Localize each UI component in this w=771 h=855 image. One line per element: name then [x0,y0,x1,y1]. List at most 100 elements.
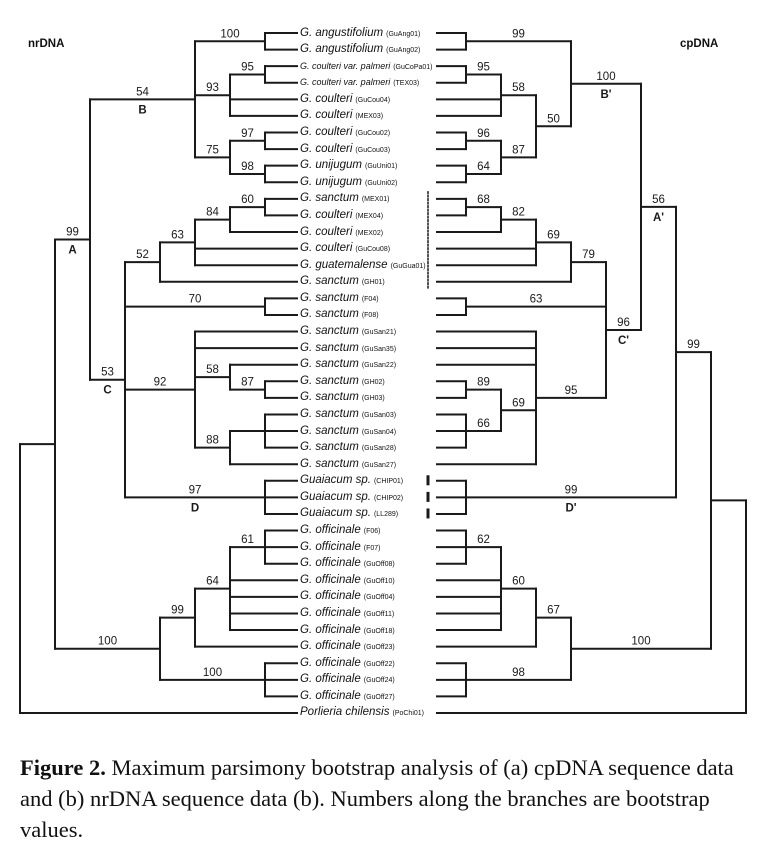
taxon-label: G. unijugum(GuUni02) [300,175,397,189]
taxon-label: G. sanctum(GuSan35) [300,341,396,355]
species-name: G. sanctum [300,341,359,354]
accession-code: (GuGua01) [390,262,426,270]
accession-code: (GH01) [361,279,385,287]
species-name: G. officinale [300,590,361,603]
bootstrap-value: 68 [477,194,490,206]
taxon-label: G. officinale(GuOff18) [300,623,395,637]
accession-code: (CHIP01) [373,478,404,486]
clade-label: C [103,385,111,397]
taxon-label: Guaiacum sp.(CHIP02) [300,490,403,504]
species-name: G. angustifolium [300,43,384,56]
accession-code: (GuCou08) [355,246,391,254]
clade-label: B' [600,89,611,101]
bootstrap-value: 87 [241,377,254,389]
species-name: G. coulteri [300,242,353,255]
species-name: G. sanctum [300,441,359,454]
species-name: G. sanctum [300,358,359,371]
bootstrap-value: 89 [477,377,490,389]
accession-code: (GuCou03) [355,146,391,154]
accession-code: (GuOff23) [363,644,395,652]
accession-code: (GuSan04) [361,428,397,436]
taxon-label: G. sanctum(MEX01) [300,191,389,205]
taxon-label: G. coulteri(MEX02) [300,225,383,239]
species-name: Porlieria chilensis [300,706,390,719]
taxon-label: G. sanctum(GH03) [300,390,385,404]
bootstrap-value: 95 [477,61,490,73]
taxon-label: Guaiacum sp.(CHIP01) [300,473,403,487]
nrdna-tree-title: nrDNA [28,38,65,50]
bootstrap-value: 100 [98,636,117,648]
species-name: Guaiacum sp. [300,507,371,520]
taxon-label: G. officinale(F06) [300,523,380,537]
accession-code: (GuSan21) [361,329,397,337]
bootstrap-value: 99 [565,484,578,496]
accession-code: (GuSan28) [361,445,397,453]
species-name: G. coulteri [300,109,353,122]
accession-code: (GuUni02) [365,179,398,187]
bootstrap-value: 52 [136,249,149,261]
species-name: G. sanctum [300,192,359,205]
accession-code: (GuSan27) [361,461,397,469]
taxon-label: G. coulteri(MEX03) [300,108,383,122]
accession-code: (GuOff04) [363,594,395,602]
accession-code: (F06) [363,528,381,536]
accession-code: (GuOff24) [363,677,395,685]
taxon-label: G. coulteri(GuCou08) [300,241,390,255]
species-name: Guaiacum sp. [300,474,371,487]
taxon-label: G. officinale(GuOff04) [300,589,395,603]
species-name: G. coulteri [300,126,353,138]
accession-code: (CHIP02) [373,494,404,502]
species-name: G. coulteri var. palmeri [300,77,391,88]
bootstrap-value: 88 [206,435,219,447]
accession-code: (F08) [361,312,379,320]
taxon-label: G. officinale(GuOff10) [300,573,395,587]
bootstrap-value: 60 [512,576,525,588]
bootstrap-value: 79 [582,249,595,261]
accession-code: (GuSan03) [361,411,397,419]
bootstrap-value: 100 [220,28,239,40]
bootstrap-value: 87 [512,144,525,156]
species-name: G. officinale [300,656,361,669]
species-name: G. sanctum [300,325,359,338]
taxon-label: G. officinale(GuOff11) [300,606,394,620]
accession-code: (GH03) [361,395,385,403]
clade-label: B [138,104,146,116]
accession-code: (GuCou04) [355,96,391,104]
tanglegram: 959798100937560846387588852709297D54B53C… [19,28,747,714]
species-name: G. guatemalense [300,258,388,271]
accession-code: (GH02) [361,378,385,386]
species-name: G. officinale [300,573,361,586]
bootstrap-value: 96 [477,128,490,140]
bootstrap-value: 69 [547,229,560,241]
species-name: G. officinale [300,540,361,553]
taxon-label: G. sanctum(GuSan21) [300,324,396,338]
taxon-label: G. officinale(GuOff23) [300,639,395,653]
bootstrap-value: 100 [596,71,615,83]
species-name: G. unijugum [300,159,363,172]
clade-label: D [191,502,199,514]
species-name: G. sanctum [300,407,359,420]
bootstrap-value: 60 [241,194,254,206]
taxon-label: Guaiacum sp.(LL289) [300,506,398,520]
bootstrap-value: 99 [687,339,700,351]
bootstrap-value: 64 [206,576,219,588]
bootstrap-value: 99 [512,28,525,40]
bootstrap-value: 61 [241,534,254,546]
bootstrap-value: 97 [189,484,202,496]
bootstrap-value: 92 [154,377,167,389]
bootstrap-value: 99 [171,605,184,617]
taxon-label: G. sanctum(GuSan22) [300,357,396,371]
taxon-label: G. sanctum(GuSan27) [300,457,396,471]
taxon-label: G. sanctum(GuSan04) [300,424,396,438]
taxon-label: G. angustifolium(GuAng02) [300,42,420,56]
bootstrap-value: 53 [101,367,114,379]
accession-code: (GuSan22) [361,362,397,370]
bootstrap-value: 96 [617,317,630,329]
accession-code: (GuAng01) [386,30,421,38]
accession-code: (GuOff22) [363,660,395,668]
bootstrap-value: 58 [512,82,525,94]
accession-code: (MEX02) [355,229,384,237]
bootstrap-value: 97 [241,128,254,140]
clade-label: D' [565,502,576,514]
accession-code: (MEX03) [355,113,384,121]
